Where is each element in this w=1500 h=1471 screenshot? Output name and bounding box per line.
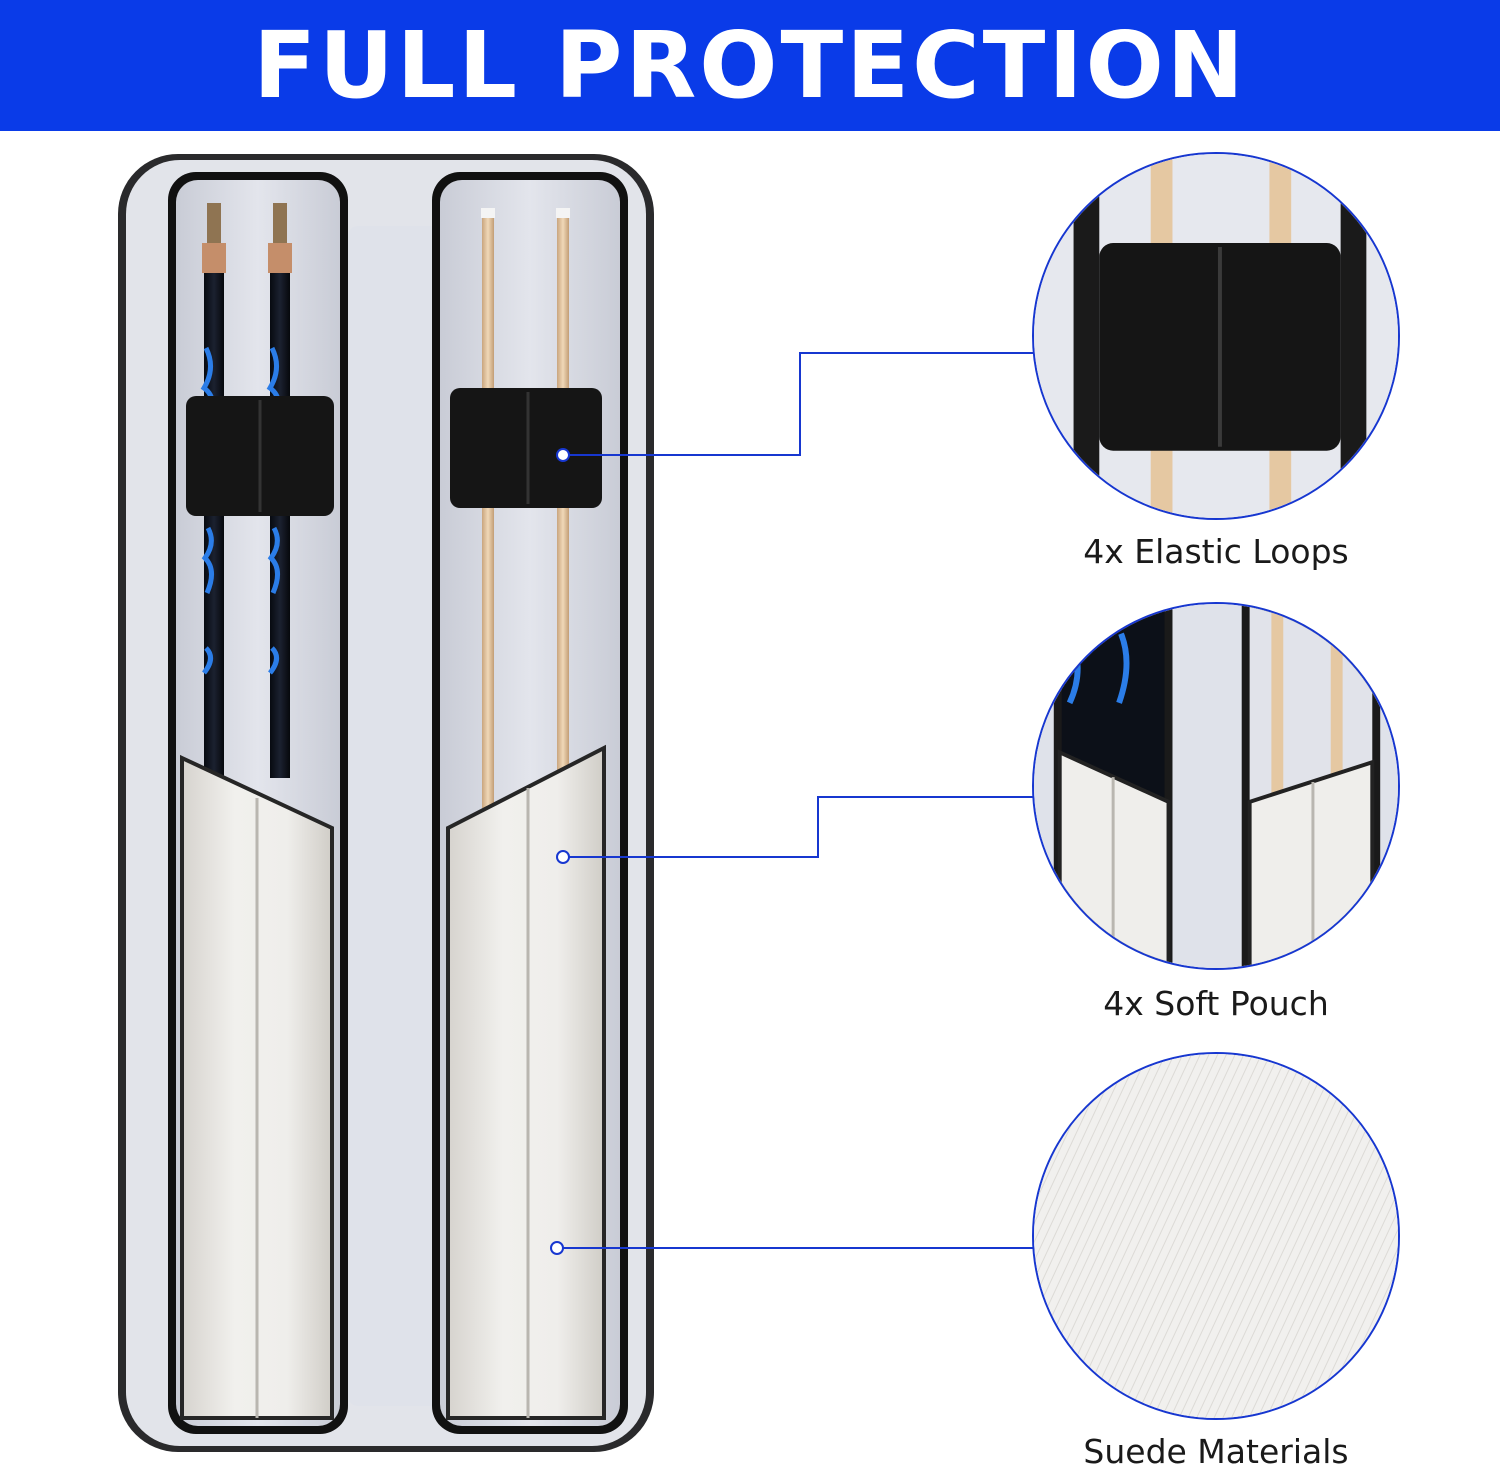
callout-dot-pouch bbox=[556, 850, 570, 864]
caption-suede-materials: Suede Materials bbox=[1083, 1432, 1349, 1471]
title-banner: FULL PROTECTION bbox=[0, 0, 1500, 131]
callout-dot-loops bbox=[556, 448, 570, 462]
callout-dot-suede bbox=[550, 1241, 564, 1255]
detail-elastic-loops bbox=[1032, 152, 1400, 520]
detail-suede-materials bbox=[1032, 1052, 1400, 1420]
banner-title: FULL PROTECTION bbox=[253, 11, 1247, 119]
detail-soft-pouch bbox=[1032, 602, 1400, 970]
caption-elastic-loops: 4x Elastic Loops bbox=[1083, 532, 1349, 571]
cue-case-image bbox=[118, 154, 654, 1452]
caption-soft-pouch: 4x Soft Pouch bbox=[1103, 984, 1329, 1023]
